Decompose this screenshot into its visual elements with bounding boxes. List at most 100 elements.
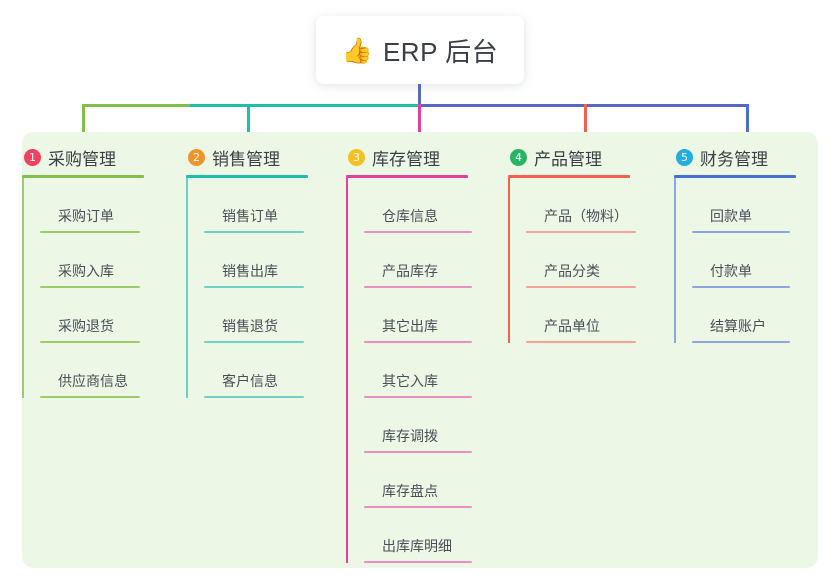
leaf-label: 客户信息 [222,373,278,389]
branch-spine-5 [674,178,676,343]
leaf-underline [40,286,140,288]
leaf-item[interactable]: 销售订单 [204,178,308,233]
leaf-item[interactable]: 客户信息 [204,343,308,398]
bus-right-purple [418,104,749,107]
leaf-underline [364,231,472,233]
branch-badge-5: 5 [676,148,693,166]
branch-badge-4: 4 [510,148,527,166]
leaf-underline [204,396,304,398]
leaf-item[interactable]: 结算账户 [692,288,796,343]
leaf-item[interactable]: 回款单 [692,178,796,233]
drop-branch-1 [82,104,85,142]
leaf-item[interactable]: 销售退货 [204,288,308,343]
leaf-label: 其它出库 [382,318,438,334]
leaf-label: 库存调拨 [382,428,438,444]
leaf-item[interactable]: 产品单位 [526,288,636,343]
leaf-item[interactable]: 付款单 [692,233,796,288]
branch-underline-4 [508,175,630,178]
branch-spine-4 [508,178,510,343]
bus-mid-teal [190,104,420,107]
leaf-label: 采购入库 [58,263,114,279]
leaf-item[interactable]: 产品库存 [364,233,472,288]
thumbs-up-icon: 👍 [341,36,373,65]
branch-title-2: 销售管理 [212,149,280,169]
branch-items-1: 采购订单采购入库采购退货供应商信息 [22,178,144,398]
leaf-underline [364,561,472,563]
drop-branch-5 [746,104,749,142]
leaf-label: 销售出库 [222,263,278,279]
drop-branch-4 [584,104,587,142]
leaf-label: 出库库明细 [382,538,452,554]
leaf-underline [204,286,304,288]
leaf-underline [526,231,636,233]
branch-items-5: 回款单付款单结算账户 [674,178,796,343]
leaf-label: 仓库信息 [382,208,438,224]
branch-badge-2: 2 [188,148,205,166]
leaf-item[interactable]: 产品分类 [526,233,636,288]
branch-spine-2 [186,178,188,398]
leaf-underline [204,231,304,233]
leaf-underline [364,341,472,343]
leaf-label: 产品单位 [544,318,600,334]
leaf-underline [40,396,140,398]
branch-underline-1 [22,175,144,178]
leaf-label: 付款单 [710,263,752,279]
leaf-label: 库存盘点 [382,483,438,499]
leaf-label: 其它入库 [382,373,438,389]
leaf-item[interactable]: 仓库信息 [364,178,472,233]
branch-column-4: 4 产品管理产品（物料） 产品分类产品单位 [508,144,636,343]
leaf-underline [526,286,636,288]
leaf-underline [692,231,790,233]
leaf-underline [40,231,140,233]
leaf-label: 回款单 [710,208,752,224]
leaf-item[interactable]: 供应商信息 [40,343,144,398]
leaf-underline [40,341,140,343]
branch-underline-3 [346,175,468,178]
bus-left-green [82,104,192,107]
branch-badge-1: 1 [24,148,41,166]
leaf-item[interactable]: 采购订单 [40,178,144,233]
branch-items-4: 产品（物料） 产品分类产品单位 [508,178,636,343]
branch-title-4: 产品管理 [534,149,602,169]
branch-badge-3: 3 [348,148,365,166]
leaf-item[interactable]: 产品（物料） [526,178,636,233]
leaf-item[interactable]: 其它出库 [364,288,472,343]
leaf-underline [692,341,790,343]
branch-underline-5 [674,175,796,178]
branch-title-5: 财务管理 [700,149,768,169]
leaf-item[interactable]: 库存调拨 [364,398,472,453]
branch-spine-1 [22,178,24,398]
leaf-label: 销售订单 [222,208,278,224]
leaf-label: 供应商信息 [58,373,128,389]
leaf-item[interactable]: 采购退货 [40,288,144,343]
leaf-label: 产品分类 [544,263,600,279]
leaf-underline [204,341,304,343]
leaf-underline [526,341,636,343]
root-title: ERP 后台 [382,36,499,67]
leaf-item[interactable]: 其它入库 [364,343,472,398]
root-node[interactable]: 👍 ERP 后台 [316,16,524,84]
leaf-underline [692,286,790,288]
leaf-label: 产品（物料） [544,208,628,224]
leaf-item[interactable]: 销售出库 [204,233,308,288]
leaf-item[interactable]: 出库库明细 [364,508,472,563]
leaf-label: 产品库存 [382,263,438,279]
leaf-item[interactable]: 库存盘点 [364,453,472,508]
branch-header-5[interactable]: 5 财务管理 [674,144,796,170]
branch-underline-2 [186,175,308,178]
branch-items-2: 销售订单销售出库销售退货客户信息 [186,178,308,398]
leaf-label: 采购订单 [58,208,114,224]
branch-header-2[interactable]: 2 销售管理 [186,144,308,170]
leaf-underline [364,286,472,288]
leaf-label: 销售退货 [222,318,278,334]
leaf-item[interactable]: 采购入库 [40,233,144,288]
branch-header-4[interactable]: 4 产品管理 [508,144,630,170]
leaf-underline [364,451,472,453]
branch-column-2: 2 销售管理销售订单销售出库销售退货客户信息 [186,144,308,398]
leaf-underline [364,396,472,398]
drop-branch-2 [247,104,250,142]
leaf-label: 采购退货 [58,318,114,334]
